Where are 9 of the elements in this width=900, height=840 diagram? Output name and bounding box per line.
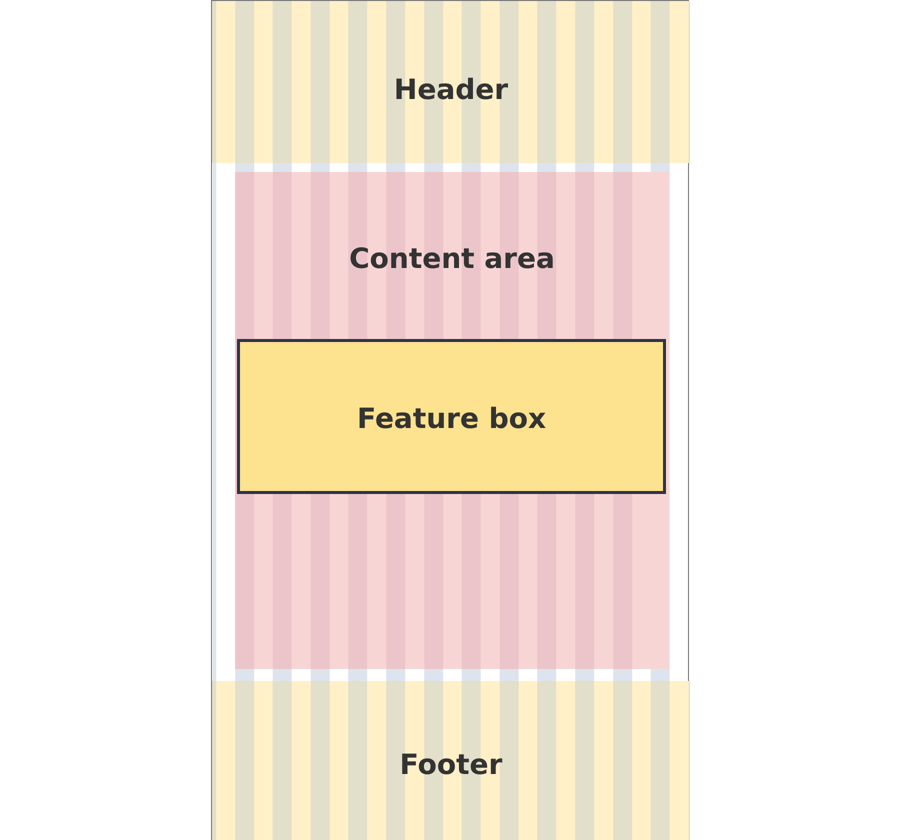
region-label: Feature box <box>356 402 548 435</box>
content-area <box>235 172 669 669</box>
footer-region <box>212 681 690 840</box>
region-label: Footer <box>398 748 504 781</box>
feature-box <box>237 339 666 494</box>
header-region <box>212 1 690 163</box>
region-label: Content area <box>348 242 556 275</box>
page-frame <box>211 0 689 840</box>
region-label: Header <box>392 73 510 106</box>
